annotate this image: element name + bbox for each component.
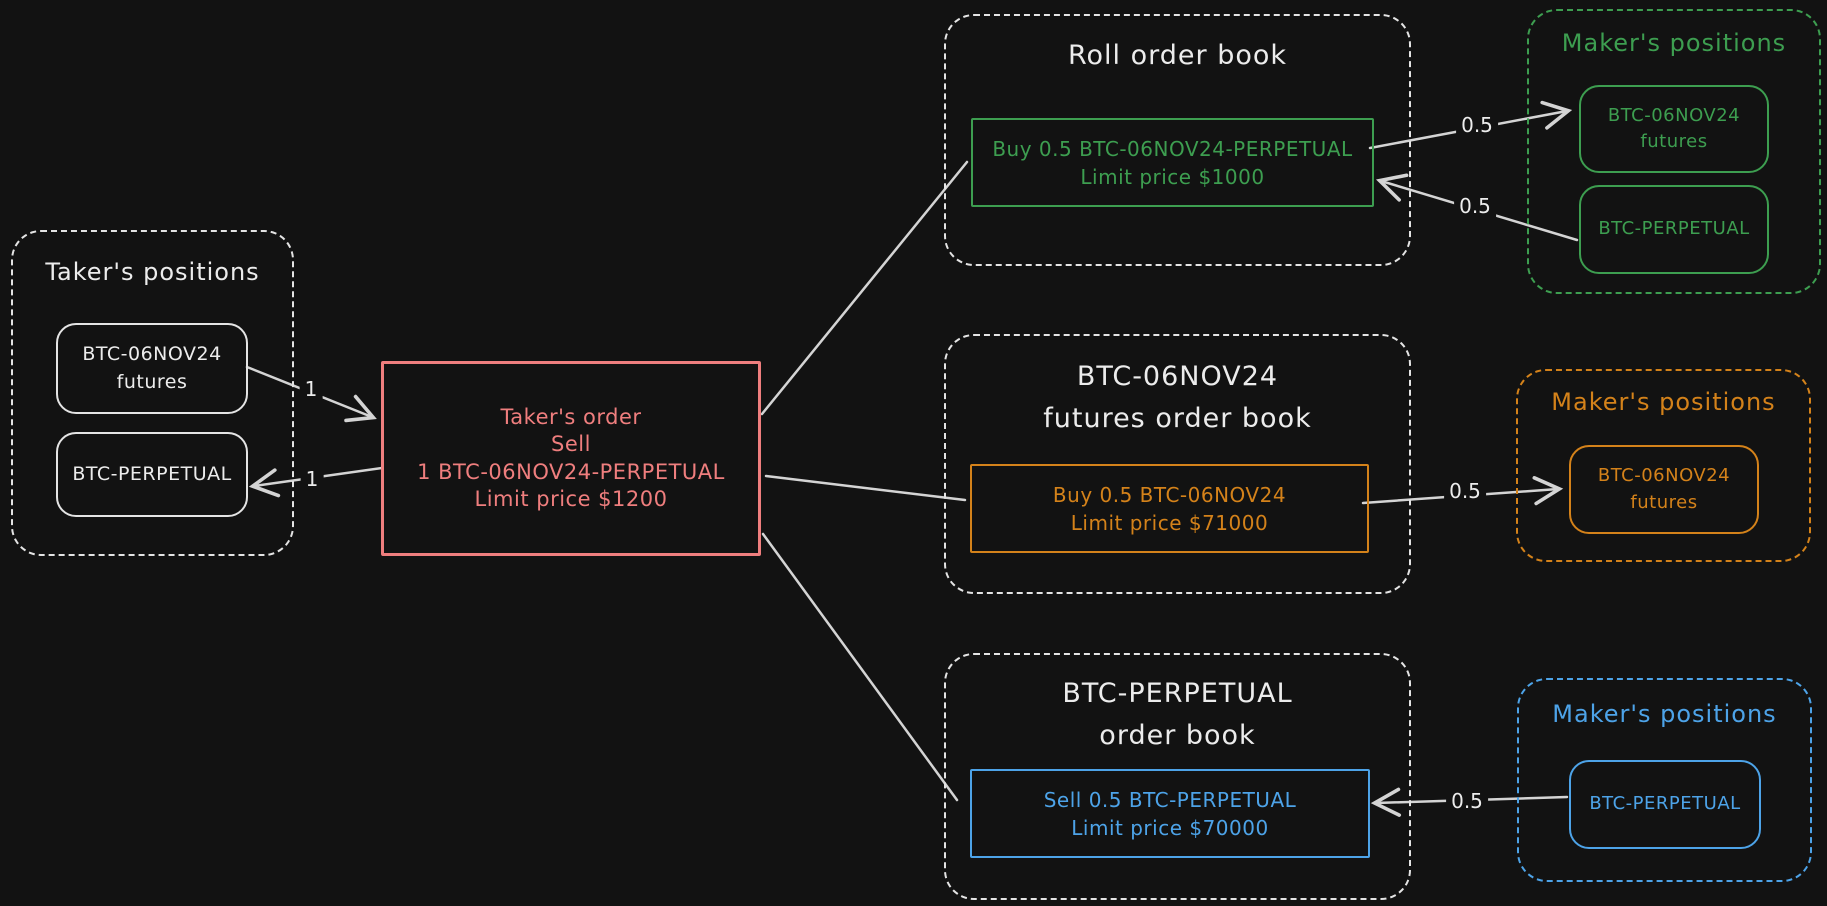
edge-label-perpetual-book-qty: 0.5 <box>1446 789 1488 813</box>
taker-order-box: Taker's order Sell 1 BTC-06NOV24-PERPETU… <box>381 361 761 556</box>
title-line: BTC-PERPETUAL <box>1062 678 1293 709</box>
edge-taker-order-to-futures-book <box>764 474 967 502</box>
maker-roll-btc-06nov24-futures: BTC-06NOV24 futures <box>1579 85 1769 173</box>
position-label: BTC-06NOV24 <box>1607 104 1741 126</box>
edge-label-taker-perpetual-qty: 1 <box>300 467 324 491</box>
perpetual-order: Sell 0.5 BTC-PERPETUAL Limit price $7000… <box>970 769 1370 858</box>
edge-label-roll-futures-qty: 0.5 <box>1456 113 1498 137</box>
position-label: BTC-06NOV24 <box>82 342 222 365</box>
order-line: Limit price $70000 <box>1071 815 1269 840</box>
edge-taker-order-to-perpetual-book <box>761 532 959 802</box>
taker-order-line: Taker's order <box>500 404 642 429</box>
position-label: BTC-06NOV24 <box>1597 465 1731 487</box>
futures-order-book-title: BTC-06NOV24 futures order book <box>946 356 1409 440</box>
taker-position-btc-06nov24-futures: BTC-06NOV24 futures <box>56 323 248 414</box>
position-label: futures <box>1640 131 1708 152</box>
edge-label-futures-book-qty: 0.5 <box>1444 479 1486 503</box>
taker-order-line: 1 BTC-06NOV24-PERPETUAL <box>417 459 725 484</box>
maker-positions-futures-group: Maker's positions BTC-06NOV24 futures <box>1516 369 1811 562</box>
maker-positions-futures-title: Maker's positions <box>1551 388 1776 416</box>
order-line: Buy 0.5 BTC-06NOV24 <box>1052 482 1287 507</box>
title-line: order book <box>1099 719 1256 751</box>
title-line: futures order book <box>1043 402 1312 434</box>
roll-order: Buy 0.5 BTC-06NOV24-PERPETUAL Limit pric… <box>971 118 1374 207</box>
taker-position-btc-perpetual: BTC-PERPETUAL <box>56 432 248 517</box>
edge-taker-order-to-roll-book <box>760 160 969 416</box>
position-label: futures <box>116 370 188 393</box>
position-label: BTC-PERPETUAL <box>72 462 232 485</box>
maker-positions-roll-title: Maker's positions <box>1561 29 1787 57</box>
futures-order-book-group: BTC-06NOV24 futures order book Buy 0.5 B… <box>944 334 1411 594</box>
perpetual-order-book-group: BTC-PERPETUAL order book Sell 0.5 BTC-PE… <box>944 653 1411 900</box>
taker-order-line: Sell <box>551 432 591 457</box>
order-line: Limit price $71000 <box>1070 510 1269 535</box>
maker-positions-perpetual-title: Maker's positions <box>1552 700 1777 728</box>
position-label: BTC-PERPETUAL <box>1589 793 1741 815</box>
order-line: Limit price $1000 <box>1080 164 1265 189</box>
roll-order-book-title: Roll order book <box>1067 40 1288 71</box>
perpetual-order-book-title: BTC-PERPETUAL order book <box>946 673 1409 757</box>
position-label: BTC-PERPETUAL <box>1598 218 1750 240</box>
taker-order-line: Limit price $1200 <box>474 486 668 511</box>
taker-positions-title: Taker's positions <box>45 258 260 286</box>
position-label: futures <box>1630 491 1698 513</box>
taker-positions-group: Taker's positions BTC-06NOV24 futures BT… <box>11 230 294 556</box>
maker-futures-btc-06nov24-futures: BTC-06NOV24 futures <box>1569 445 1759 534</box>
maker-positions-roll-group: Maker's positions BTC-06NOV24 futures BT… <box>1527 9 1821 294</box>
edge-label-taker-futures-qty: 1 <box>299 377 323 401</box>
maker-positions-perpetual-group: Maker's positions BTC-PERPETUAL <box>1517 678 1812 882</box>
title-line: BTC-06NOV24 <box>1076 361 1279 392</box>
roll-order-book-group: Roll order book Buy 0.5 BTC-06NOV24-PERP… <box>944 14 1411 266</box>
futures-order: Buy 0.5 BTC-06NOV24 Limit price $71000 <box>970 464 1369 553</box>
edge-label-roll-perpetual-qty: 0.5 <box>1454 194 1496 218</box>
maker-perpetual-btc-perpetual: BTC-PERPETUAL <box>1569 760 1761 849</box>
order-line: Buy 0.5 BTC-06NOV24-PERPETUAL <box>992 136 1353 161</box>
maker-roll-btc-perpetual: BTC-PERPETUAL <box>1579 185 1769 274</box>
order-line: Sell 0.5 BTC-PERPETUAL <box>1043 787 1297 812</box>
